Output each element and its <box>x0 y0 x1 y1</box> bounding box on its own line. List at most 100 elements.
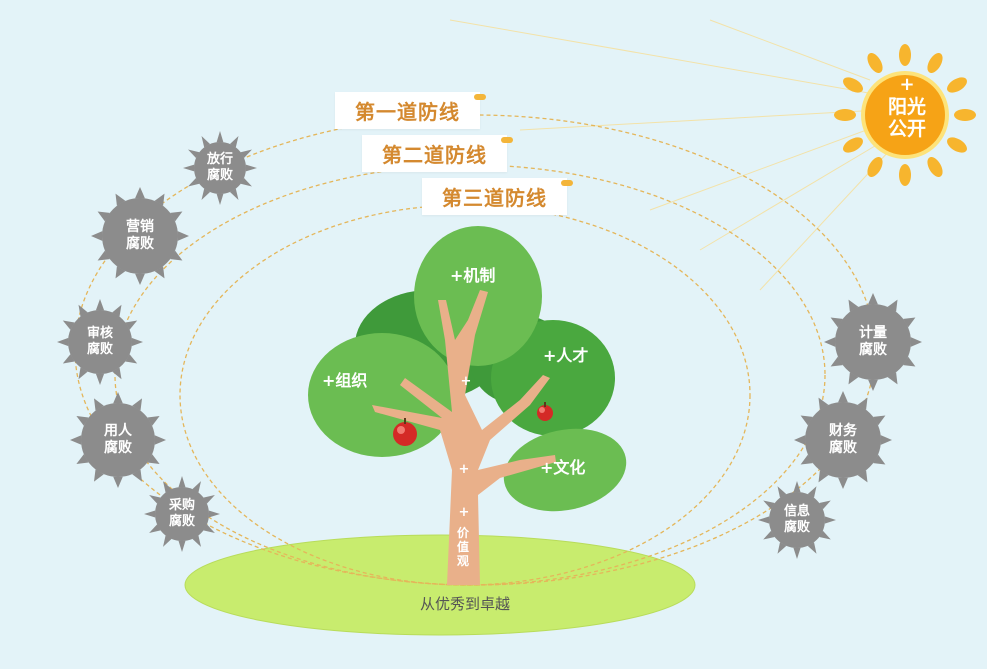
corruption-label-line-1: 审核 <box>86 325 113 341</box>
corruption-label-line-2: 腐败 <box>859 342 887 358</box>
virus-spike <box>147 416 160 426</box>
corruption-label-line-1: 信息 <box>783 503 810 519</box>
virus-spike <box>178 476 186 488</box>
ground-ellipse <box>184 534 696 636</box>
leaf-label-talent: +人才 <box>543 346 589 365</box>
trunk-plus-2: + <box>458 462 470 477</box>
corruption-viruses <box>57 131 922 559</box>
virus-spike <box>113 476 123 488</box>
virus-icon <box>155 487 209 541</box>
virus-spike <box>903 317 916 328</box>
corruption-label-line-2: 腐败 <box>86 342 113 357</box>
virus-spike <box>830 356 843 367</box>
virus-spike <box>144 510 156 518</box>
sun-plus: + <box>899 74 915 95</box>
virus-spike <box>170 250 183 261</box>
virus-spike <box>131 337 143 347</box>
corruption-label-line-2: 腐败 <box>783 520 810 535</box>
corruption-label-line-2: 腐败 <box>168 514 195 529</box>
tab-marker <box>561 180 573 186</box>
trunk-plus-3: + <box>458 505 470 520</box>
virus-spike <box>240 178 252 187</box>
trunk-value-label: 价值观 <box>456 526 469 568</box>
sun-ray <box>843 137 863 153</box>
virus-spike <box>91 231 103 241</box>
virus-spike <box>132 469 142 482</box>
virus-spike <box>163 481 172 493</box>
sun-ray <box>867 157 883 177</box>
corruption-label-line-2: 腐败 <box>126 236 154 252</box>
sun-label: + 阳光 公开 <box>872 74 942 141</box>
corruption-label-right-0: 计量腐败 <box>835 325 911 360</box>
ground-label: 从优秀到卓越 <box>420 595 511 613</box>
sun-ray <box>834 109 856 121</box>
virus-spike <box>824 337 836 347</box>
virus-spike <box>113 392 123 404</box>
corruption-label-line-1: 营销 <box>126 218 154 235</box>
virus-spike <box>887 299 898 312</box>
virus-spike <box>154 435 166 445</box>
virus-spike <box>807 542 817 554</box>
virus-spike <box>97 250 110 261</box>
sun-core <box>865 75 945 155</box>
virus-spike <box>95 373 105 385</box>
virus-spike <box>95 299 105 311</box>
virus-spike <box>115 266 126 279</box>
corruption-label-line-1: 采购 <box>168 497 195 513</box>
virus-spike <box>848 372 859 385</box>
virus-spike <box>57 337 69 347</box>
corruption-label-right-1: 财务腐败 <box>805 423 881 458</box>
sun-ray <box>843 77 863 93</box>
defense-line-2-label: 第二道防线 <box>382 143 487 167</box>
virus-spike <box>838 391 848 403</box>
virus-spike <box>216 193 224 205</box>
corruption-label-line-2: 腐败 <box>104 440 132 456</box>
virus-spike <box>838 477 848 489</box>
virus-spike <box>910 337 922 347</box>
corruption-label-left-1: 营销腐败 <box>102 219 178 254</box>
virus-spike <box>873 454 886 465</box>
virus-icon <box>194 142 246 194</box>
virus-spike <box>857 470 868 483</box>
virus-spike <box>245 164 257 172</box>
defense-line-2: 第二道防线 <box>362 135 513 172</box>
virus-icon <box>81 403 155 477</box>
virus-spike <box>848 299 859 312</box>
virus-spike <box>777 486 787 498</box>
corruption-label-line-2: 腐败 <box>206 168 233 183</box>
virus-spike <box>183 164 195 172</box>
virus-spike <box>887 372 898 385</box>
apple-icon <box>393 418 417 446</box>
virus-spike <box>868 293 878 305</box>
virus-spike <box>777 542 787 554</box>
virus-spike <box>115 193 126 206</box>
virus-spike <box>188 178 200 187</box>
virus-spike <box>216 131 224 143</box>
tree-trunk <box>372 290 556 585</box>
sun-line-2: 公开 <box>887 118 926 141</box>
defense-line-3-label: 第三道防线 <box>442 186 547 210</box>
virus-spike <box>794 435 806 445</box>
virus-spike <box>70 435 82 445</box>
virus-spike <box>203 495 215 504</box>
sun-ray <box>927 53 943 73</box>
virus-spike <box>868 379 878 391</box>
corruption-label-line-1: 财务 <box>829 422 857 439</box>
virus-spike <box>178 540 186 552</box>
sun-ray <box>899 164 911 186</box>
sun-line-1: 阳光 <box>887 95 926 118</box>
virus-spike <box>818 470 829 483</box>
virus-spike <box>188 149 200 158</box>
virus-spike <box>154 193 165 206</box>
virus-spike <box>824 516 836 524</box>
virus-icon <box>805 402 881 478</box>
corruption-label-line-1: 用人 <box>104 422 132 439</box>
virus-spike <box>177 231 189 241</box>
sun-ray <box>954 109 976 121</box>
virus-icon <box>769 492 825 548</box>
virus-spike <box>147 454 160 464</box>
virus-spike <box>818 397 829 410</box>
sun-ray <box>947 77 967 93</box>
virus-spike <box>149 495 161 504</box>
